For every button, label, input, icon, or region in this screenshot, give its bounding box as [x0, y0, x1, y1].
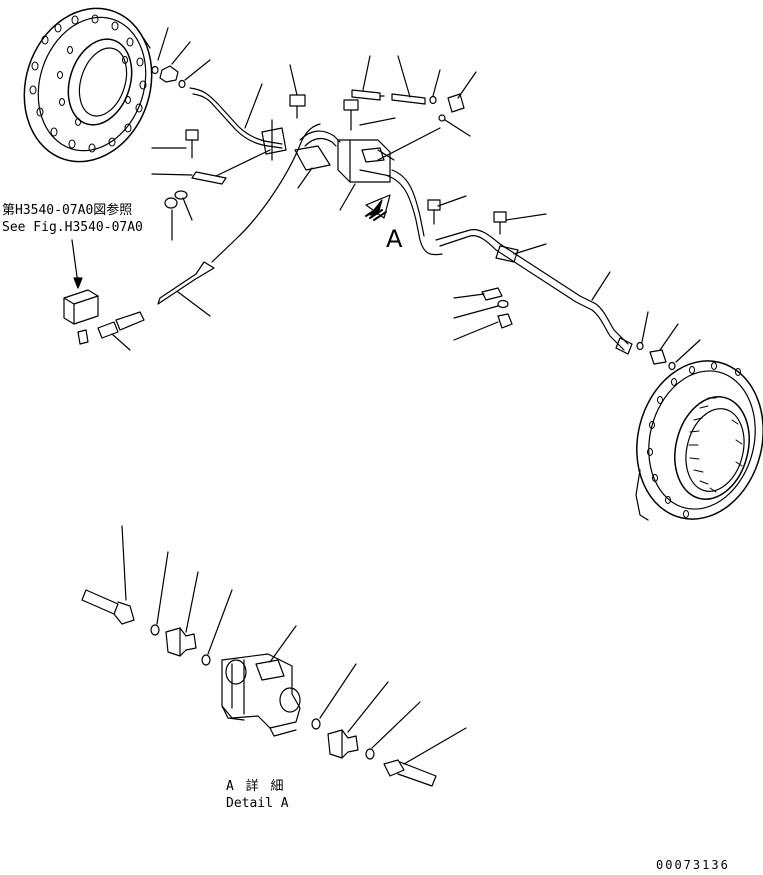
- detail-a-hose-left: [81, 525, 169, 636]
- upper-brake-hoses: [351, 55, 477, 137]
- left-steel-brake-tube: [189, 83, 283, 149]
- brake-valve-assembly: [337, 99, 441, 211]
- detail-caption-jp: A 詳 細: [226, 779, 286, 794]
- left-brake-disc: [23, 7, 153, 163]
- right-brake-disc: [635, 360, 763, 521]
- drawing-number: 00073136: [656, 858, 730, 872]
- detail-caption-en: Detail A: [226, 796, 289, 811]
- right-tube-clamp-and-bolts: [427, 195, 547, 341]
- view-marker-a: A: [386, 225, 403, 253]
- detail-a-hose-right: [383, 727, 467, 787]
- reference-note-en: See Fig.H3540-07A0: [2, 220, 143, 235]
- detail-a-adapter-right: [311, 663, 421, 760]
- junction-block: [63, 239, 99, 345]
- left-disc-fittings: [151, 27, 211, 89]
- detail-a-adapter-left: [165, 571, 233, 666]
- view-arrow-a: [365, 194, 391, 221]
- tube-clamp-bracket-left: [151, 119, 287, 241]
- detail-a-brake-valve: [221, 625, 301, 737]
- right-disc-fittings: [636, 311, 701, 371]
- flexible-brake-hose-long: [97, 123, 321, 351]
- right-steel-brake-tube: [387, 169, 633, 355]
- reference-note-jp: 第H3540-07A0図参照: [2, 203, 133, 218]
- bolt-upper-left: [289, 64, 306, 119]
